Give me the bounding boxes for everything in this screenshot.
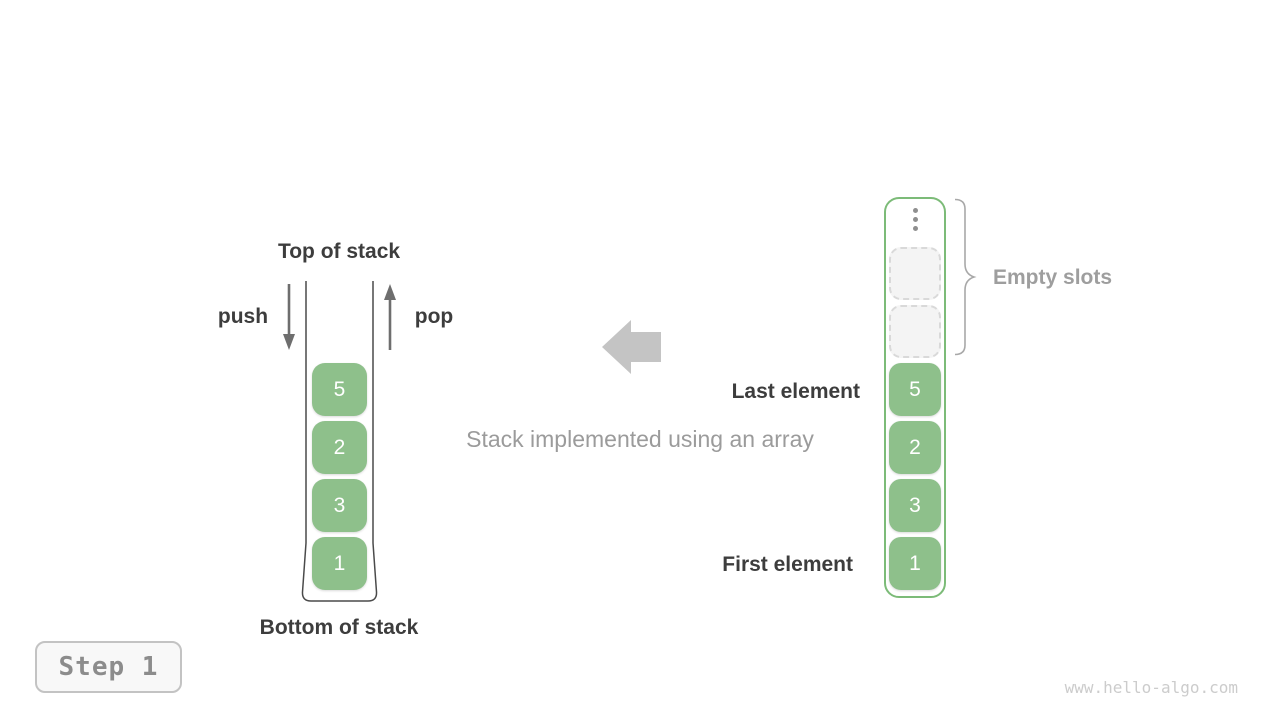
stack-container	[301, 281, 378, 602]
empty-slot	[889, 305, 941, 358]
stack-cell: 5	[312, 363, 367, 416]
stack-cell: 1	[312, 537, 367, 590]
watermark-text: www.hello-algo.com	[1064, 678, 1238, 697]
push-arrow-icon	[283, 284, 295, 350]
first-element-label: First element	[722, 553, 853, 576]
ellipsis-icon	[913, 208, 918, 231]
left-block-arrow-icon	[602, 320, 661, 374]
array-cell: 3	[889, 479, 941, 532]
empty-slot	[889, 247, 941, 300]
pop-arrow-icon	[384, 284, 396, 350]
diagram-caption: Stack implemented using an array	[466, 426, 814, 452]
brace-icon	[954, 198, 977, 356]
stack-cell: 2	[312, 421, 367, 474]
empty-slots-label: Empty slots	[993, 266, 1113, 289]
pop-label: pop	[414, 305, 454, 328]
stack-cell: 3	[312, 479, 367, 532]
step-badge: Step 1	[35, 641, 182, 693]
top-of-stack-label: Top of stack	[277, 240, 401, 263]
array-cell: 5	[889, 363, 941, 416]
array-cell: 1	[889, 537, 941, 590]
bottom-of-stack-label: Bottom of stack	[259, 616, 419, 639]
array-cell: 2	[889, 421, 941, 474]
push-label: push	[217, 305, 269, 328]
last-element-label: Last element	[731, 380, 860, 403]
